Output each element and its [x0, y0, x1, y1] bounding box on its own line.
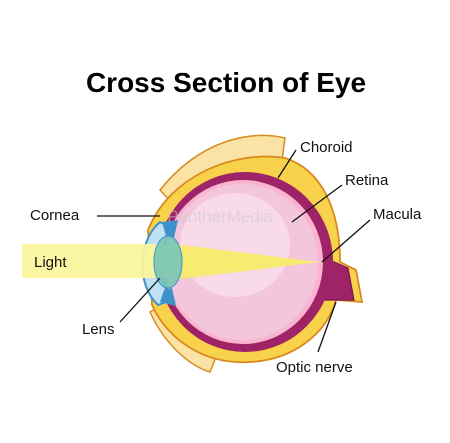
focused-beam: [175, 244, 318, 280]
label-optic-nerve: Optic nerve: [276, 359, 353, 376]
label-light: Light: [34, 254, 67, 271]
optic-nerve-leader-line: [317, 301, 337, 353]
label-macula: Macula: [373, 206, 422, 223]
retina-leader-line: [291, 184, 343, 223]
diagram-title: Cross Section of Eye: [86, 67, 366, 98]
iris-lower: [160, 288, 176, 306]
lens-leader-line: [119, 277, 161, 323]
label-lens: Lens: [82, 321, 115, 338]
watermark: PantherMedia: [167, 207, 273, 226]
choroid-leader-line: [277, 149, 297, 179]
lens: [153, 235, 183, 289]
label-retina: Retina: [345, 172, 389, 189]
macula-leader-line: [321, 219, 371, 263]
label-cornea: Cornea: [30, 207, 80, 224]
iris-upper: [162, 220, 178, 238]
label-choroid: Choroid: [300, 139, 353, 156]
